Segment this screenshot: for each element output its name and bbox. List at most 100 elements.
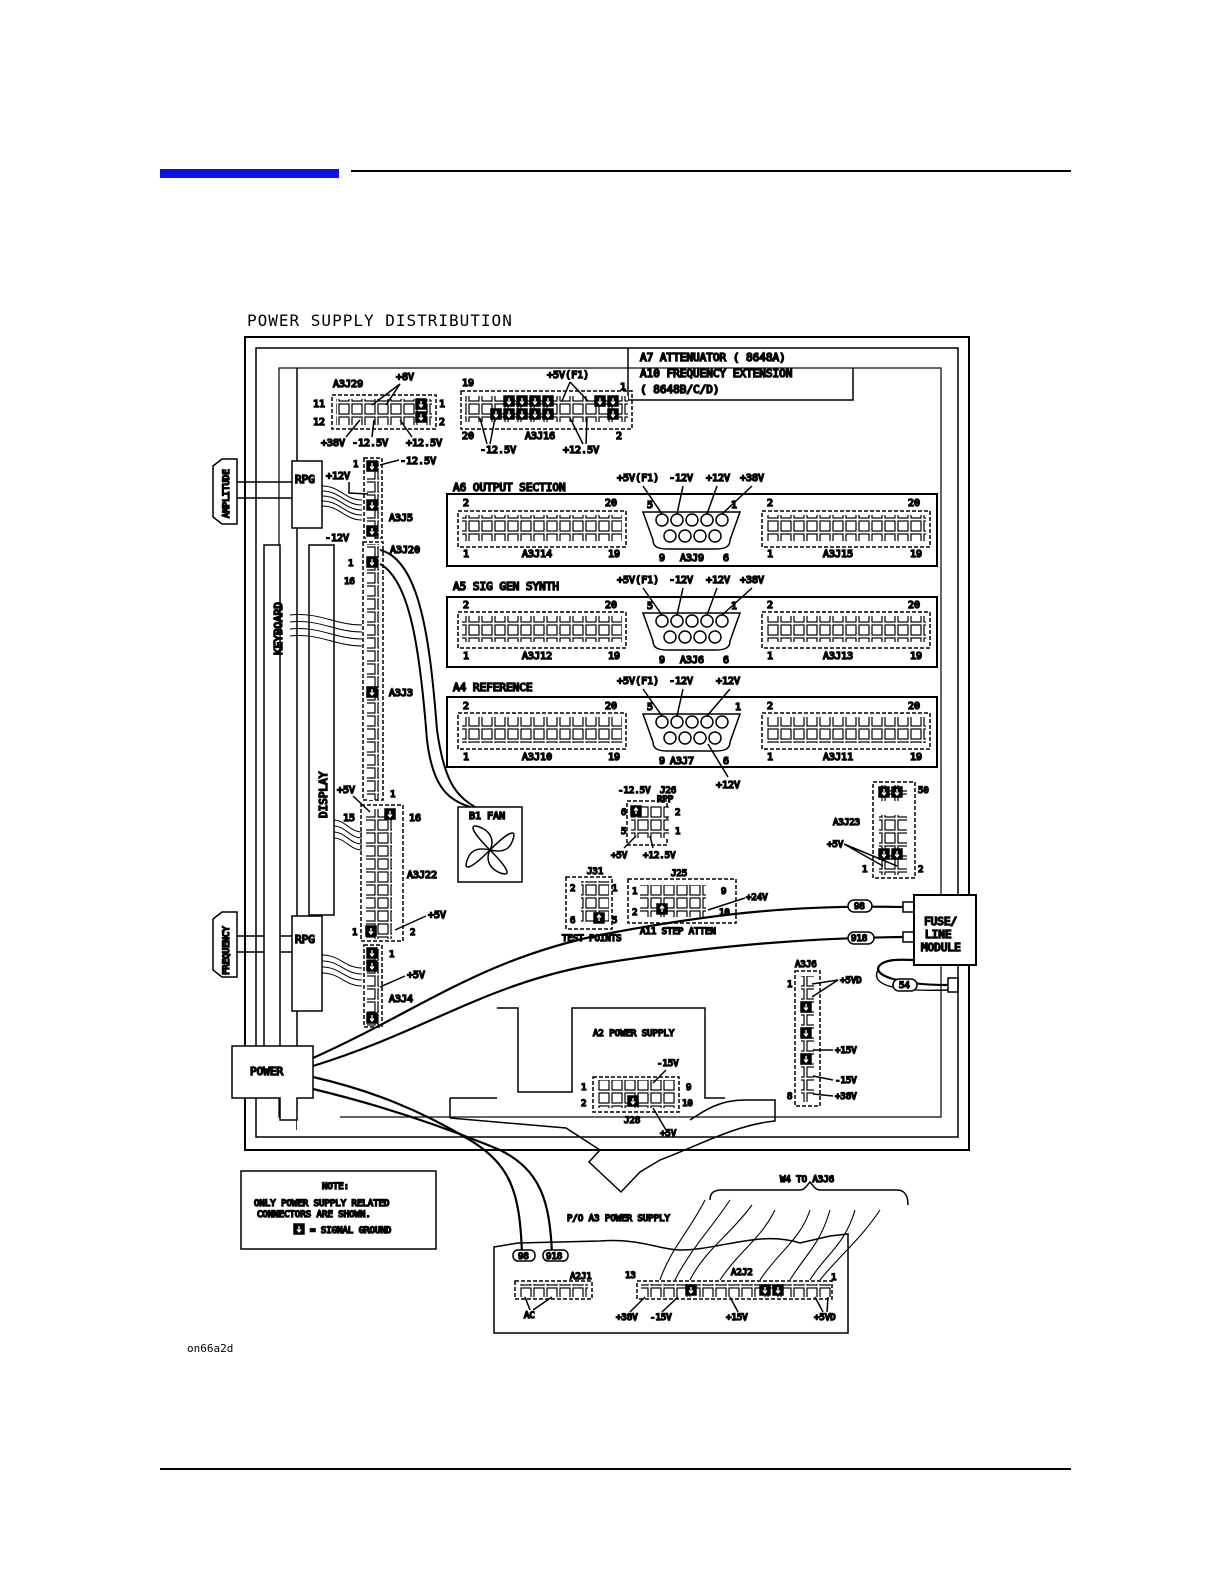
note-title: NOTE: [322, 1182, 349, 1192]
a3j4-connector: 1 +5V A3J4 [363, 944, 426, 1028]
a5-p9: 9 [659, 655, 665, 666]
j25-v: +24V [746, 893, 768, 903]
a6-v1: +5V(F1) [617, 473, 659, 484]
wire-54: 54 [899, 981, 910, 991]
a3j5-v-top: -12.5V [400, 456, 436, 467]
a3j22-pin15: 15 [343, 813, 355, 824]
a4-rp2: 2 [767, 701, 773, 712]
a7-line3: ( 8648B/C/D) [640, 383, 719, 396]
j25-p1: 1 [632, 887, 637, 897]
a3j16-v-b1: -12.5V [480, 445, 516, 456]
a3j20-a3j3-connector: -12V A3J20 1 16 A3J3 1 [324, 532, 421, 801]
a3j6-v2: +15V [835, 1046, 857, 1056]
a3-w98: 98 [518, 1252, 529, 1262]
a5-v4: +38V [740, 575, 764, 586]
a4-pd1: 1 [735, 702, 741, 713]
a3j16-v-b2: +12.5V [563, 445, 599, 456]
a3-title: P/O A3 POWER SUPPLY [567, 1214, 671, 1224]
a3j6-label: A3J6 [795, 960, 817, 970]
j25-caption: A11 STEP ATTEN [640, 927, 716, 937]
j26-sub: RPP [657, 795, 674, 805]
a3-ac: AC [524, 1311, 535, 1321]
a2-v-top: -15V [657, 1059, 679, 1069]
a6-v3: +12V [706, 473, 730, 484]
a3j6-v3: -15V [835, 1076, 857, 1086]
a3j22-label: A3J22 [407, 870, 437, 881]
a4-v2: -12V [669, 676, 693, 687]
a4-v-bot: +12V [716, 780, 740, 791]
a3j5-pin1: 1 [353, 460, 358, 470]
j26-v-top: -12.5V [618, 786, 651, 796]
a7-attenuator-box: A7 ATTENUATOR ( 8648A) A10 FREQUENCY EXT… [627, 348, 854, 401]
a3j23-v: +5V [827, 840, 844, 850]
a3j22-pin1: 1 [352, 928, 357, 938]
display-label: DISPLAY [317, 771, 330, 818]
a3j22-connector: +5V 15 16 A3J22 +5V 1 2 [336, 784, 447, 942]
a6-p20: 20 [605, 498, 617, 509]
a5-p5: 5 [647, 601, 653, 612]
j26-connector: -12.5V J26 RPP 6 2 5 1 +5V +12.5V [610, 785, 681, 862]
a3j5-label: A3J5 [389, 513, 413, 524]
fuse-line1: FUSE/ [924, 915, 957, 928]
power-cables [312, 905, 949, 1256]
a3j16-v-top: +5V(F1) [547, 370, 589, 381]
frequency-label: FREQUENCY [222, 926, 232, 975]
a6-v4: +38V [740, 473, 764, 484]
a4-p1: 1 [463, 752, 469, 763]
a5-right: A3J13 [823, 651, 853, 662]
a3j23-p50: 50 [918, 786, 929, 796]
j25-p2: 2 [632, 908, 637, 918]
a3-w918: 918 [546, 1252, 562, 1262]
a5-p2: 2 [463, 600, 469, 611]
wire-918: 918 [851, 934, 867, 944]
rpg2-label: RPG [295, 933, 315, 946]
ribbon-cables [289, 485, 363, 987]
a2-v-bot: +5V [660, 1129, 677, 1139]
a6-rp1: 1 [767, 549, 773, 560]
a3-a2j1: A2J1 [570, 1272, 592, 1282]
amplitude-label: AMPLITUDE [222, 469, 232, 518]
a4-rp19: 19 [910, 752, 922, 763]
wire-tags: 98 918 54 [847, 899, 918, 992]
a4-right: A3J11 [823, 752, 853, 763]
a3j4-v: +5V [407, 970, 425, 981]
rpg1-label: RPG [295, 473, 315, 486]
a3j29-v-b3: +12.5V [406, 438, 442, 449]
fuse-line-module: FUSE/ LINE MODULE [902, 894, 977, 993]
a3j23-label: A3J23 [833, 818, 860, 828]
j31-p2: 2 [570, 884, 575, 894]
a2-conn: J28 [624, 1116, 640, 1126]
j31-label: J31 [587, 867, 603, 877]
a3j29-pin12: 12 [313, 417, 325, 428]
a3-v2: -15V [650, 1313, 672, 1323]
a2-p10: 10 [682, 1099, 693, 1109]
a5-rp1: 1 [767, 651, 773, 662]
j31-caption: TEST POINTS [562, 934, 622, 944]
a6-title: A6 OUTPUT SECTION [453, 481, 566, 494]
a3j16-label: A3J16 [525, 431, 555, 442]
note-line1: ONLY POWER SUPPLY RELATED [254, 1199, 389, 1209]
a3-w4: W4 TO A3J6 [780, 1175, 834, 1185]
a3j5-connector: 1 -12.5V +12V A3J5 [325, 455, 437, 539]
a3j29-v-b1: +38V [321, 438, 345, 449]
a4-p2: 2 [463, 701, 469, 712]
a6-pd1: 1 [731, 500, 737, 511]
a3j3-pin1: 1 [390, 790, 395, 800]
a3j22-v-top: +5V [337, 785, 355, 796]
a5-left: A3J12 [522, 651, 552, 662]
a5-sig-gen-synth: A5 SIG GEN SYNTH 2 20 1 A3J12 19 2 20 1 … [446, 574, 938, 668]
a6-p1: 1 [463, 549, 469, 560]
a5-v2: -12V [669, 575, 693, 586]
a3-a2j2: A2J2 [731, 1268, 753, 1278]
a7-line2: A10 FREQUENCY EXTENSION [640, 367, 792, 380]
a5-v3: +12V [706, 575, 730, 586]
j25-p10: 10 [719, 908, 730, 918]
a2-power-supply: A2 POWER SUPPLY -15V 1 2 9 10 J28 +5V [449, 1007, 776, 1194]
a5-mid: A3J6 [680, 655, 704, 666]
fuse-line2: LINE [925, 928, 952, 941]
power-label: POWER [250, 1065, 283, 1078]
a4-v1: +5V(F1) [617, 676, 659, 687]
j26-v-bl: +5V [611, 851, 628, 861]
